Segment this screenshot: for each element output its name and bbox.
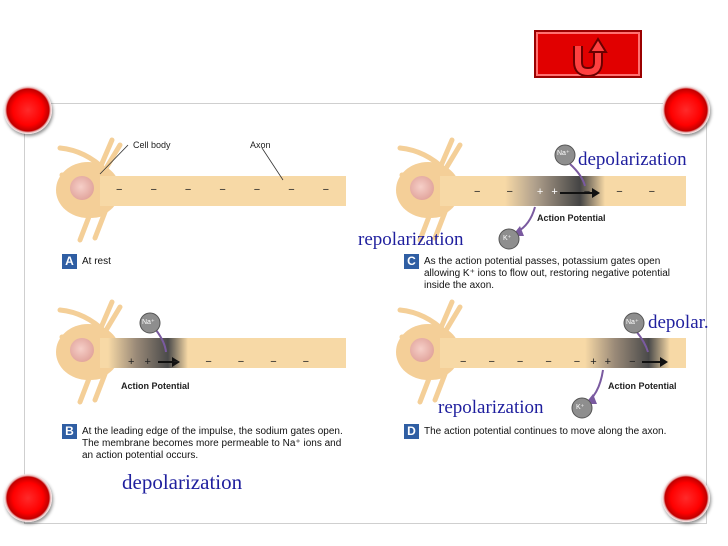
panel-c-caption: As the action potential passes, potassiu… (424, 256, 670, 291)
panel-c-na-label: Na⁺ (557, 150, 570, 157)
u-turn-arrow-icon (573, 37, 608, 76)
panel-c-k-ion (498, 228, 520, 250)
panel-a-axon (100, 176, 346, 206)
panel-c-action-potential-label: Action Potential (537, 213, 606, 223)
panel-d-caption: The action potential continues to move a… (424, 426, 667, 437)
corner-circle-bottom-right (662, 474, 710, 522)
panel-d-k-ion (571, 397, 593, 419)
slide-frame (24, 103, 707, 524)
panel-a-letter: A (62, 254, 77, 269)
panel-b-caption: At the leading edge of the impulse, the … (82, 426, 343, 461)
panel-c-letter: C (404, 254, 419, 269)
panel-d-na-label: Na⁺ (626, 319, 639, 326)
back-nav-button[interactable] (534, 30, 642, 78)
panel-c-action-potential-region (505, 176, 605, 206)
corner-circle-top-left (4, 86, 52, 134)
panel-c-neuron (396, 137, 686, 243)
panel-c-na-ion (554, 144, 576, 166)
panel-b-letter: B (62, 424, 77, 439)
panel-d-letter: D (404, 424, 419, 439)
panel-a-neuron (56, 137, 346, 243)
panel-a-caption: At rest (82, 256, 111, 267)
annotation-c-depolarization: depolarization (578, 149, 687, 170)
panel-d-action-potential-label: Action Potential (608, 381, 677, 391)
panel-b-action-potential-label: Action Potential (121, 381, 190, 391)
annotation-c-repolarization: repolarization (358, 229, 464, 250)
panel-c-charges: −−++−−− (474, 186, 656, 198)
panel-b-charges: ++−−−−− (128, 356, 310, 368)
annotation-b-depolarization: depolarization (122, 470, 243, 494)
corner-circle-bottom-left (4, 474, 52, 522)
panel-a-charges: −−−−−−− (116, 184, 330, 196)
annotation-d-repolarization: repolarization (438, 397, 544, 418)
panel-d-k-label: K⁺ (576, 404, 585, 411)
panel-a-axon-label: Axon (250, 140, 271, 150)
panel-b-neuron (56, 299, 346, 405)
annotation-d-depolar: depolar. (648, 312, 709, 333)
corner-circle-top-right (662, 86, 710, 134)
panel-d-na-ion (623, 312, 645, 334)
panel-c-k-label: K⁺ (503, 235, 512, 242)
panel-a-nucleus (70, 176, 94, 200)
panel-b-na-label: Na⁺ (142, 319, 155, 326)
panel-b-na-ion (139, 312, 161, 334)
panel-d-charges: −−−−−++− (460, 356, 636, 368)
panel-d-neuron (396, 299, 686, 405)
panel-a-cell-body-label: Cell body (133, 140, 171, 150)
